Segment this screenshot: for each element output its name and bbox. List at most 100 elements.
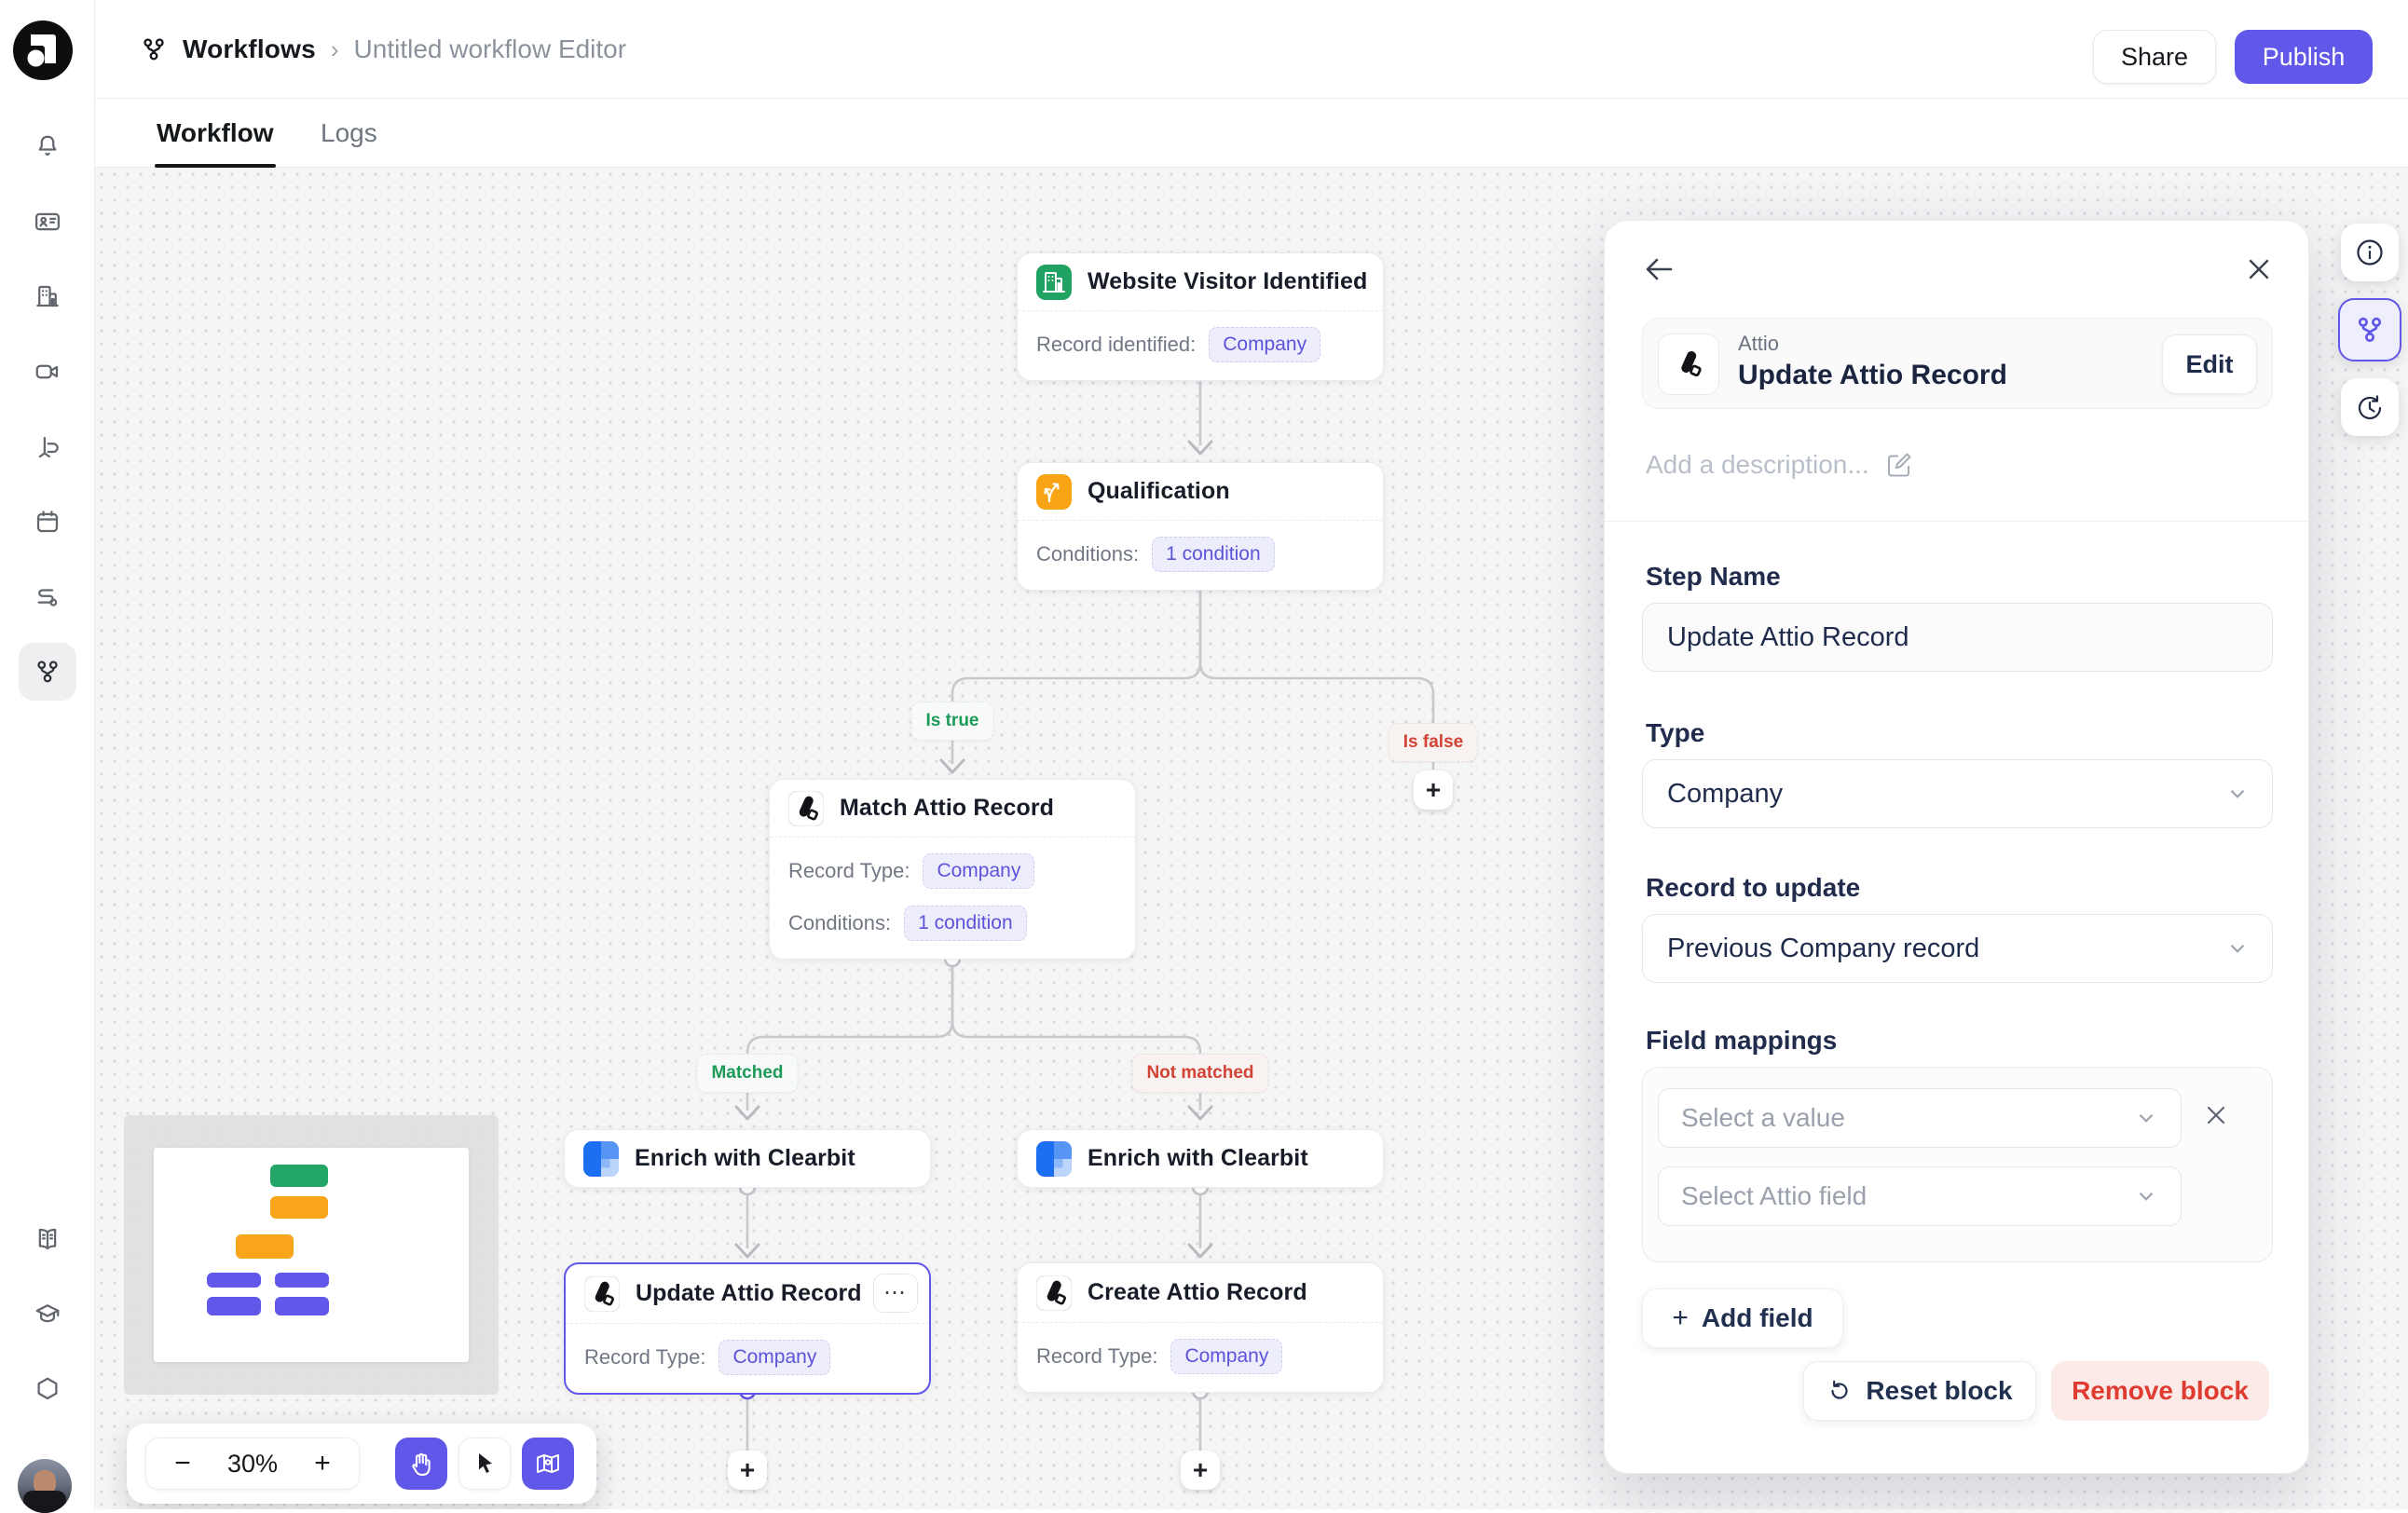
map-icon [537, 1454, 559, 1473]
record-to-update-label: Record to update [1646, 873, 1861, 902]
publish-button[interactable]: Publish [2235, 30, 2373, 84]
node-update-attio-record[interactable]: Update Attio Record ⋯ Record Type: Compa… [564, 1262, 931, 1395]
contact-card-icon[interactable] [34, 208, 62, 236]
select-attio-field-dropdown[interactable]: Select Attio field [1658, 1166, 2182, 1226]
node-match-attio-record[interactable]: Match Attio Record Record Type: Company … [769, 779, 1136, 960]
node-divider [566, 1323, 929, 1324]
tab-workflow[interactable]: Workflow [157, 118, 274, 147]
reset-block-button[interactable]: Reset block [1803, 1361, 2036, 1421]
add-field-label: Add field [1701, 1303, 1813, 1332]
select-attio-field-placeholder: Select Attio field [1681, 1181, 1868, 1210]
clearbit-icon [583, 1140, 619, 1177]
workflows-icon[interactable] [34, 658, 62, 686]
type-select-value: Company [1667, 778, 1784, 809]
node-divider [1018, 310, 1383, 311]
notifications-bell-icon[interactable] [34, 133, 62, 161]
sidebar-item-workflows[interactable] [19, 643, 76, 701]
minimap-node [275, 1297, 329, 1315]
sidebar [0, 0, 95, 1513]
field-mappings-label: Field mappings [1646, 1026, 1838, 1055]
record-type-badge[interactable]: Company [718, 1340, 831, 1375]
add-step-button[interactable]: + [728, 1451, 767, 1490]
attio-logo [1658, 334, 1719, 395]
minimap[interactable] [124, 1115, 499, 1395]
description-placeholder-row[interactable]: Add a description... [1646, 450, 1914, 480]
remove-block-button[interactable]: Remove block [2051, 1361, 2269, 1421]
avatar-body [23, 1491, 66, 1513]
cursor-icon [479, 1453, 492, 1473]
meetings-video-icon[interactable] [34, 358, 62, 386]
node-enrich-clearbit-right[interactable]: Enrich with Clearbit [1017, 1129, 1384, 1188]
reset-block-label: Reset block [1866, 1376, 2013, 1405]
info-button[interactable] [2341, 224, 2399, 281]
zoom-control: − 30% + [145, 1438, 360, 1490]
type-label: Type [1646, 718, 1705, 747]
record-to-update-select[interactable]: Previous Company record [1642, 914, 2273, 983]
minimap-toggle-button[interactable] [522, 1438, 574, 1490]
user-avatar[interactable] [18, 1459, 72, 1513]
node-field-label: Record Type: [584, 1345, 706, 1369]
workflow-view-button[interactable] [2338, 298, 2401, 361]
add-step-button[interactable]: + [1414, 770, 1453, 810]
integrations-hexagon-icon[interactable] [34, 1375, 62, 1403]
node-title: Enrich with Clearbit [635, 1145, 855, 1171]
node-website-visitor-identified[interactable]: Website Visitor Identified Record identi… [1017, 252, 1384, 381]
zoom-out-button[interactable]: − [174, 1448, 191, 1479]
node-create-attio-record[interactable]: Create Attio Record Record Type: Company [1017, 1262, 1384, 1393]
hand-icon [412, 1452, 431, 1477]
node-field-label: Record Type: [788, 859, 910, 882]
minimap-node [207, 1297, 261, 1315]
companies-building-icon[interactable] [34, 282, 62, 310]
node-qualification[interactable]: Qualification Conditions: 1 condition [1017, 462, 1384, 591]
add-step-button[interactable]: + [1181, 1451, 1220, 1490]
node-menu-button[interactable]: ⋯ [873, 1274, 918, 1313]
tab-logs[interactable]: Logs [321, 118, 377, 147]
app-logo-icon[interactable] [13, 20, 73, 80]
close-icon[interactable] [2244, 254, 2274, 284]
run-history-button[interactable] [2341, 378, 2399, 436]
active-tab-underline [155, 164, 276, 168]
calendar-icon[interactable] [34, 508, 62, 536]
step-name-label: Step Name [1646, 562, 1781, 591]
refresh-icon [1831, 1380, 1848, 1399]
minimap-node [207, 1273, 261, 1288]
conditions-badge[interactable]: 1 condition [1152, 537, 1275, 572]
edit-button[interactable]: Edit [2162, 334, 2257, 394]
node-enrich-clearbit-left[interactable]: Enrich with Clearbit [564, 1129, 931, 1188]
node-title: Update Attio Record [636, 1280, 862, 1306]
edge-label-is-true: Is true [910, 702, 994, 741]
docs-book-icon[interactable] [34, 1225, 62, 1253]
edit-pencil-icon [1887, 453, 1911, 477]
node-title: Create Attio Record [1088, 1279, 1307, 1305]
pan-hand-tool-button[interactable] [395, 1438, 447, 1490]
node-field-label: Conditions: [1036, 542, 1140, 566]
remove-mapping-icon[interactable] [2202, 1101, 2230, 1129]
workflow-breadcrumb-icon [144, 38, 164, 61]
pipeline-icon[interactable] [34, 433, 62, 461]
node-title: Match Attio Record [840, 795, 1055, 821]
conditions-badge[interactable]: 1 condition [904, 906, 1027, 941]
record-type-badge[interactable]: Company [923, 853, 1035, 889]
share-button[interactable]: Share [2093, 30, 2216, 84]
website-visitor-icon [1036, 264, 1072, 300]
record-type-badge[interactable]: Company [1209, 327, 1321, 362]
academy-graduation-icon[interactable] [34, 1300, 62, 1328]
app-name: Attio [1738, 332, 1780, 355]
select-value-dropdown[interactable]: Select a value [1658, 1088, 2182, 1148]
breadcrumb-section[interactable]: Workflows [183, 34, 316, 63]
edge-label-is-false: Is false [1388, 723, 1479, 762]
step-name-input[interactable] [1642, 603, 2273, 672]
add-field-button[interactable]: + Add field [1642, 1288, 1843, 1348]
type-select[interactable]: Company [1642, 759, 2273, 828]
description-placeholder[interactable]: Add a description... [1646, 450, 1869, 479]
journeys-route-icon[interactable] [34, 583, 62, 611]
breadcrumb-page-title: Untitled workflow Editor [353, 34, 627, 63]
minimap-node [236, 1234, 294, 1259]
avatar-face [34, 1470, 56, 1494]
back-arrow-icon[interactable] [1640, 251, 1677, 288]
attio-icon [1036, 1274, 1072, 1311]
zoom-in-button[interactable]: + [314, 1448, 331, 1479]
select-cursor-tool-button[interactable] [458, 1438, 511, 1490]
record-type-badge[interactable]: Company [1170, 1339, 1283, 1374]
clearbit-icon [1036, 1140, 1072, 1177]
